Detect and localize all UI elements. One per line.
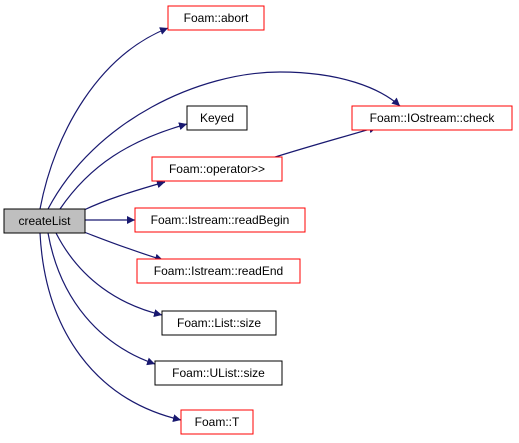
node-read-end-label: Foam::Istream::readEnd — [154, 264, 283, 278]
edge-createlist-to-readend — [83, 231, 164, 262]
node-iostream-check-box — [351, 105, 513, 131]
node-foam-t-label: Foam::T — [195, 415, 240, 429]
node-operator-extract[interactable]: Foam::operator>> — [151, 156, 283, 182]
node-iostream-check-label: Foam::IOstream::check — [370, 111, 496, 125]
node-ulist-size-box — [154, 360, 283, 386]
node-createlist-label: createList — [18, 214, 71, 228]
node-list-size-label: Foam::List::size — [177, 316, 261, 330]
node-abort-box — [167, 5, 265, 31]
edge-createlist-to-abort — [39, 27, 169, 210]
node-keyed[interactable]: Keyed — [186, 105, 248, 131]
node-read-end[interactable]: Foam::Istream::readEnd — [136, 258, 301, 284]
edge-createlist-to-operator — [83, 180, 166, 211]
node-list-size-box — [161, 310, 277, 336]
node-abort-label: Foam::abort — [184, 11, 249, 25]
node-ulist-size[interactable]: Foam::UList::size — [154, 360, 283, 386]
node-read-begin-label: Foam::Istream::readBegin — [151, 213, 290, 227]
node-operator-extract-label: Foam::operator>> — [169, 162, 265, 176]
node-foam-t-box — [180, 409, 254, 435]
edge-createlist-to-foam-t — [39, 232, 182, 423]
edge-createlist-to-list-size — [55, 232, 163, 318]
node-foam-t[interactable]: Foam::T — [180, 409, 254, 435]
node-read-begin-box — [134, 207, 306, 233]
edge-createlist-to-keyed — [59, 122, 188, 210]
nodes: createList Foam::abort Foam::IOstream::c… — [3, 5, 513, 435]
node-list-size[interactable]: Foam::List::size — [161, 310, 277, 336]
node-iostream-check[interactable]: Foam::IOstream::check — [351, 105, 513, 131]
node-abort[interactable]: Foam::abort — [167, 5, 265, 31]
node-read-begin[interactable]: Foam::Istream::readBegin — [134, 207, 306, 233]
node-keyed-box — [186, 105, 248, 131]
node-createlist-box — [3, 208, 86, 234]
edge-operator-to-iostream-check — [271, 125, 378, 159]
node-operator-extract-box — [151, 156, 283, 182]
edge-createlist-to-ulist-size — [47, 232, 156, 366]
edge-createlist-to-iostream-check — [47, 71, 401, 210]
node-ulist-size-label: Foam::UList::size — [172, 366, 265, 380]
node-read-end-box — [136, 258, 301, 284]
node-keyed-label: Keyed — [200, 111, 234, 125]
node-createlist[interactable]: createList — [3, 208, 86, 234]
